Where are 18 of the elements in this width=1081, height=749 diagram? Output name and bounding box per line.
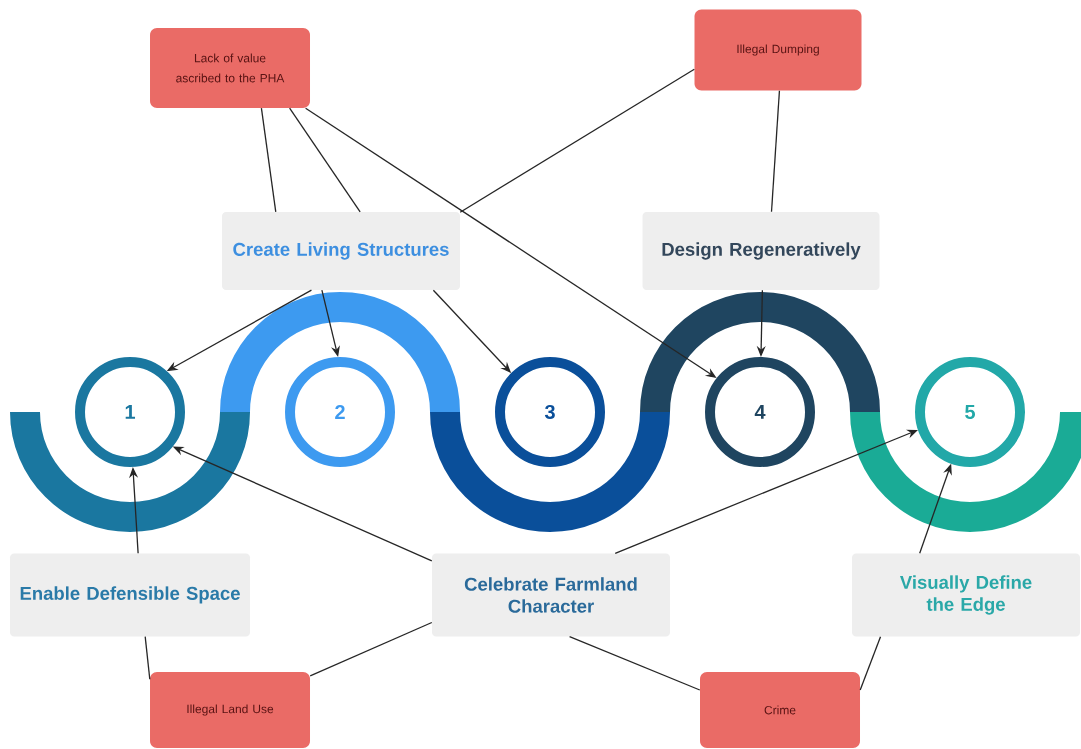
strategy-box: Visually Define the Edge [852,553,1080,637]
problem-box: Lack of value ascribed to the PHA [150,28,310,108]
connector-line [288,107,361,213]
problem-box: Illegal Dumping [694,9,862,91]
connector-line [859,636,882,691]
connector-line [144,636,151,680]
strategy-box: Create Living Structures [222,212,460,290]
problem-box: Crime [700,672,860,748]
problem-box: Illegal Land Use [150,672,310,748]
connector-line [568,636,701,691]
connector-line [770,90,781,213]
connector-line [459,68,695,213]
strategy-box: Design Regeneratively [642,212,880,290]
strategy-box: Celebrate Farmland Character [432,553,670,637]
arrow [614,429,918,554]
connector-line [260,107,277,213]
strategy-box: Enable Defensible Space [10,553,250,637]
connector-line [309,621,433,677]
